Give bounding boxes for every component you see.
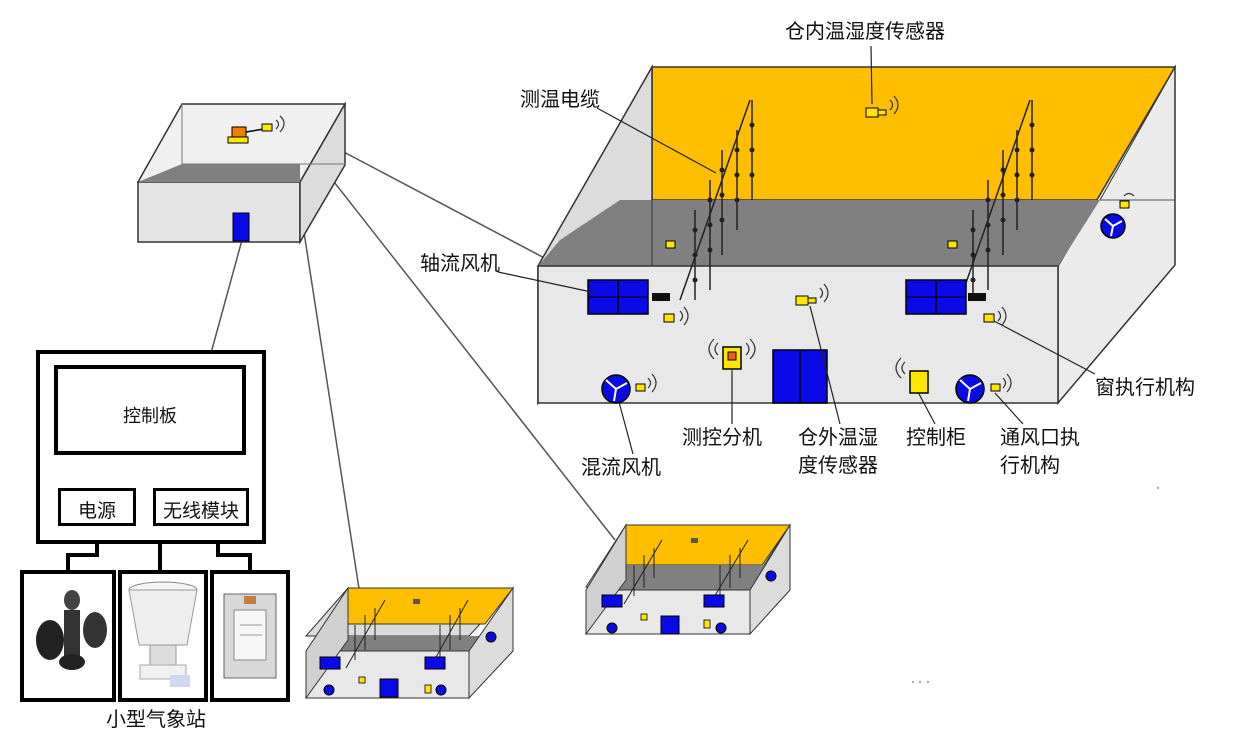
temp-cable-label: 测温电缆 bbox=[520, 87, 600, 111]
rain-gauge-icon bbox=[118, 570, 208, 702]
outdoor-sensor-label-2: 度传感器 bbox=[798, 453, 878, 477]
control-room bbox=[136, 101, 347, 245]
axial-fan-label: 轴流风机 bbox=[420, 251, 500, 275]
outdoor-sensor-label-1: 仓外温湿 bbox=[798, 425, 878, 449]
mixed-fan-label: 混流风机 bbox=[581, 455, 661, 479]
control-board-box: 控制板 bbox=[54, 365, 246, 455]
vent-actuator-label-1: 通风口执 bbox=[1000, 425, 1080, 449]
small-granary-1 bbox=[304, 586, 515, 700]
control-board-label: 控制板 bbox=[123, 406, 177, 427]
weather-station-title: 小型气象站 bbox=[106, 707, 206, 731]
sensor-module-icon bbox=[210, 570, 290, 702]
window-actuator-label: 窗执行机构 bbox=[1095, 375, 1195, 399]
vent-actuator-label-2: 行机构 bbox=[1000, 453, 1060, 477]
measure-unit-label: 测控分机 bbox=[682, 425, 762, 449]
power-label: 电源 bbox=[77, 500, 116, 522]
power-box: 电源 bbox=[58, 488, 136, 526]
main-granary bbox=[537, 64, 1177, 406]
control-cabinet-label: 控制柜 bbox=[906, 425, 966, 449]
leader-lines bbox=[497, 45, 1096, 455]
small-granary-2 bbox=[585, 523, 791, 636]
wireless-module-label: 无线模块 bbox=[162, 500, 239, 522]
anemometer-icon bbox=[20, 570, 116, 702]
indoor-sensor-label: 仓内温湿度传感器 bbox=[785, 19, 945, 43]
wireless-module-box: 无线模块 bbox=[153, 488, 249, 526]
